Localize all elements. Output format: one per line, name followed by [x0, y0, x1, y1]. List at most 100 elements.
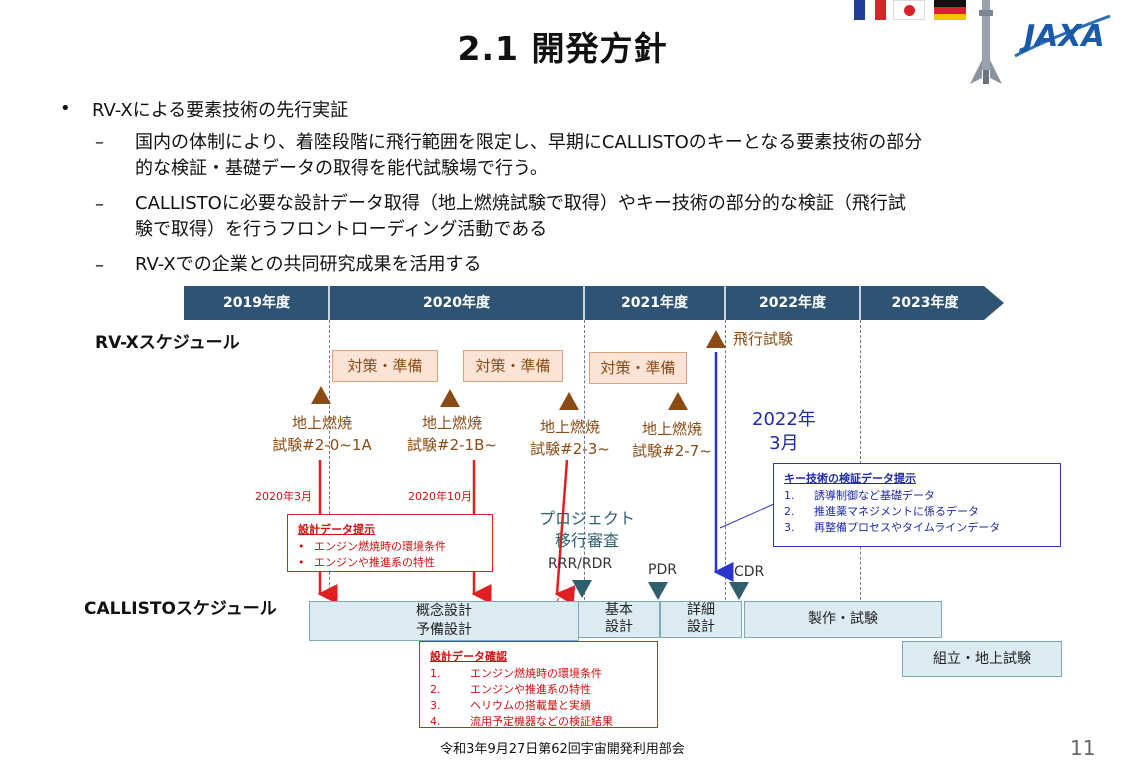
date-october-2020: 2020年10月	[408, 490, 472, 503]
phase-basic-design: 基本 設計	[578, 601, 660, 638]
phase-assembly-ground-test: 組立・地上試験	[902, 641, 1062, 677]
japan-flag-icon	[893, 0, 925, 20]
list-item: 4. 流用予定機器などの検証結果	[430, 714, 647, 730]
list-item: •エンジンや推進系の特性	[298, 556, 435, 569]
page-title: 2.1 開発方針	[457, 29, 668, 68]
bullet-dot: •	[60, 98, 71, 119]
phase-detail-line1: 詳細	[687, 602, 715, 618]
list-item-text: 推進薬マネジメントに係るデータ	[814, 505, 979, 518]
ground-test-marker	[311, 386, 331, 404]
design-data-confirm-title: 設計データ確認	[430, 650, 507, 663]
france-flag-icon	[854, 0, 887, 20]
ground-test-1: 地上燃焼 試験#2-0~1A	[262, 412, 382, 456]
sub-bullet-3: RV-Xでの企業との共同研究成果を活用する	[135, 254, 482, 275]
phase-concept-design: 概念設計 予備設計	[309, 601, 579, 641]
dash-marker: –	[95, 132, 104, 153]
list-item-text: エンジン燃焼時の環境条件	[314, 540, 446, 553]
list-item-text: エンジンや推進系の特性	[314, 556, 435, 569]
list-item: 2.エンジンや推進系の特性	[430, 682, 647, 698]
ground-test-marker	[440, 389, 460, 407]
jaxa-logo: JAXA	[1010, 8, 1115, 63]
list-item: 3. ヘリウムの搭載量と実績	[430, 698, 647, 714]
design-data-present-box: 設計データ提示 •エンジン燃焼時の環境条件 •エンジンや推進系の特性	[287, 514, 493, 572]
phase-basic-line2: 設計	[605, 619, 633, 635]
key-tech-data-box: キー技術の検証データ提示 1.誘導制御など基礎データ 2. 推進薬マネジメントに係…	[773, 463, 1061, 547]
phase-manufacture-test: 製作・試験	[744, 601, 942, 638]
dash-marker: –	[95, 194, 104, 215]
list-item: •エンジン燃焼時の環境条件	[298, 540, 446, 553]
list-item-text: エンジンや推進系の特性	[470, 683, 591, 696]
rrr-rdr-label: RRR/RDR	[548, 556, 613, 572]
pdr-milestone-marker	[648, 582, 668, 600]
sub-bullet-2-line1: CALLISTOに必要な設計データ取得（地上燃焼試験で取得）やキー技術の部分的な…	[135, 193, 906, 214]
design-data-confirm-box: 設計データ確認 1. エンジン燃焼時の環境条件 2.エンジンや推進系の特性 3. ヘ…	[419, 641, 658, 728]
list-item-text: 再整備プロセスやタイムラインデータ	[814, 521, 1001, 534]
list-number: 1.	[784, 489, 795, 502]
list-item-text: ヘリウムの搭載量と実績	[470, 699, 591, 712]
sub-bullet-2-line2: 験で取得）を行うフロントローディング活動である	[135, 219, 548, 240]
sub-bullet-1-line2: 的な検証・基礎データの取得を能代試験場で行う。	[135, 158, 548, 179]
prep-box-2: 対策・準備	[463, 350, 563, 382]
review-milestone-marker	[572, 580, 592, 598]
year-2019: 2019年度	[223, 295, 290, 311]
list-item: 2. 推進薬マネジメントに係るデータ	[784, 504, 1050, 520]
callisto-schedule-label: CALLISTOスケジュール	[84, 599, 277, 619]
ground-test-marker	[559, 392, 579, 410]
date-2022-year: 2022年	[752, 409, 816, 430]
ground-test-4-line1: 地上燃焼	[641, 420, 702, 438]
flight-test-marker	[706, 330, 726, 348]
ground-test-4: 地上燃焼 試験#2-7~	[612, 418, 732, 462]
list-number: 3.	[430, 699, 441, 712]
list-number: 2.	[784, 505, 795, 518]
project-review-line2: 移行審査	[554, 531, 619, 550]
phase-detail-design: 詳細 設計	[660, 601, 742, 638]
ground-test-1-line1: 地上燃焼	[291, 414, 352, 432]
pdr-label: PDR	[648, 562, 677, 578]
date-2022-month: 3月	[769, 433, 799, 454]
main-bullet-text: RV-Xによる要素技術の先行実証	[92, 100, 349, 121]
list-item-text: 流用予定機器などの検証結果	[470, 715, 613, 728]
phase-basic-line1: 基本	[605, 602, 633, 618]
design-data-present-title: 設計データ提示	[298, 523, 375, 536]
list-item: 1. エンジン燃焼時の環境条件	[430, 666, 647, 682]
date-2022-march: 2022年 3月	[752, 408, 816, 456]
ground-test-3-line1: 地上燃焼	[539, 418, 600, 436]
project-review-line1: プロジェクト	[538, 509, 635, 528]
list-item: 1.誘導制御など基礎データ	[784, 488, 1050, 504]
year-divider	[725, 320, 726, 610]
sub-bullet-1: 国内の体制により、着陸段階に飛行範囲を限定し、早期にCALLISTOのキーとなる…	[135, 130, 1075, 182]
ground-test-1-line2: 試験#2-0~1A	[272, 436, 372, 454]
rvx-schedule-label: RV-Xスケジュール	[95, 333, 240, 353]
germany-flag-icon	[934, 0, 966, 20]
phase-concept-line1: 概念設計	[416, 603, 472, 619]
date-march-2020: 2020年3月	[255, 490, 312, 503]
year-arrow-bar	[184, 286, 1004, 320]
ground-test-2-line1: 地上燃焼	[421, 414, 482, 432]
list-number: 1.	[430, 667, 441, 680]
ground-test-3-line2: 試験#2-3~	[530, 440, 610, 458]
ground-test-2: 地上燃焼 試験#2-1B~	[392, 412, 512, 456]
dash-marker: –	[95, 255, 104, 276]
ground-test-2-line2: 試験#2-1B~	[407, 436, 497, 454]
jaxa-logo-text: JAXA	[1019, 19, 1105, 54]
list-item: 3. 再整備プロセスやタイムラインデータ	[784, 520, 1050, 536]
sub-bullet-1-line1: 国内の体制により、着陸段階に飛行範囲を限定し、早期にCALLISTOのキーとなる…	[135, 132, 923, 153]
flight-test-label: 飛行試験	[733, 330, 794, 348]
cdr-milestone-marker	[729, 582, 749, 600]
list-number: 4.	[430, 715, 441, 728]
phase-detail-line2: 設計	[687, 619, 715, 635]
ground-test-4-line2: 試験#2-7~	[632, 442, 712, 460]
list-number: 3.	[784, 521, 795, 534]
ground-test-marker	[668, 392, 688, 410]
key-tech-title: キー技術の検証データ提示	[784, 472, 916, 485]
phase-concept-line2: 予備設計	[416, 622, 472, 638]
year-2021: 2021年度	[621, 295, 688, 311]
year-2020: 2020年度	[423, 295, 490, 311]
prep-box-1: 対策・準備	[332, 350, 438, 382]
year-divider	[329, 320, 330, 610]
project-review-label: プロジェクト 移行審査	[528, 508, 646, 552]
footer-text: 令和3年9月27日第62回宇宙開発利用部会	[440, 742, 685, 757]
list-item-text: エンジン燃焼時の環境条件	[470, 667, 602, 680]
sub-bullet-2: CALLISTOに必要な設計データ取得（地上燃焼試験で取得）やキー技術の部分的な…	[135, 191, 1075, 243]
rocket-icon	[970, 0, 1002, 84]
